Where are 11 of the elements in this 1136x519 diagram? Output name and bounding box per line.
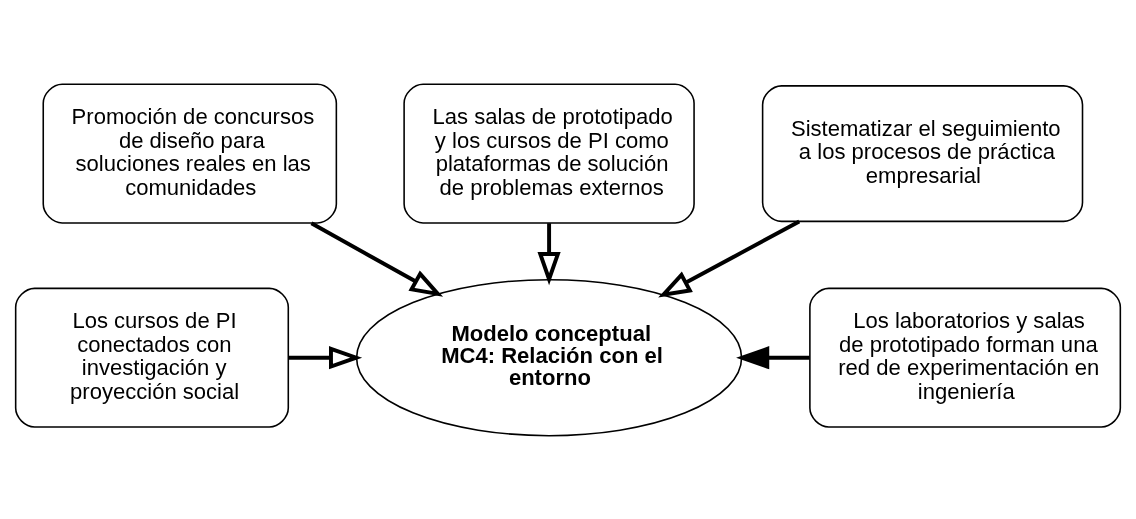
node-box: Las salas de prototipado y los cursos de PI como plataformas de solución de problemas externos (403, 83, 695, 224)
node-box: Sistematizar el seguimiento a los procesos de práctica empresarial (761, 84, 1084, 222)
arrow (537, 222, 561, 285)
node-box: Los laboratorios y salas de prototipado forman una red de experimentación en ingeniería (809, 287, 1122, 428)
arrow (288, 345, 363, 369)
arrow (736, 345, 810, 369)
arrow (310, 221, 444, 297)
arrow (658, 219, 801, 297)
node-box: Promoción de concursos de diseño para soluciones reales en las comunidades (42, 83, 338, 224)
node-box: Los cursos de PI conectados con investigación y proyección social (14, 287, 290, 428)
node-ellipse: Modelo conceptual MC4: Relación con el entorno (355, 278, 743, 436)
